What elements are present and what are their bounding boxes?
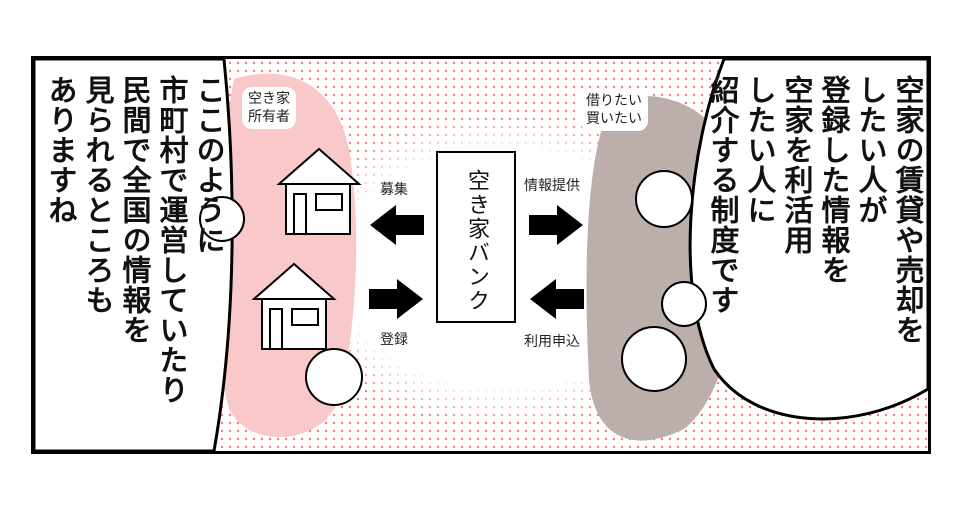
speech-line: 紹介する制度です bbox=[706, 75, 740, 315]
speech-line: ありますね bbox=[44, 75, 78, 225]
info-provision-label: 情報提供 bbox=[524, 178, 580, 194]
application-label: 利用申込 bbox=[524, 334, 580, 350]
arrow-right-icon bbox=[369, 279, 423, 319]
speech-line: ここのように bbox=[192, 75, 226, 255]
speech-line: したい人に bbox=[743, 75, 777, 225]
right-speech-text: 空家の賃貸や売却を したい人が 登録した情報を 空家を利活用 したい人に 紹介す… bbox=[704, 75, 926, 345]
left-speech-text: ここのように 市町村で運営していたり 民間で全国の情報を 見られるところも あり… bbox=[42, 75, 227, 405]
label-line: 空き家 bbox=[248, 91, 290, 107]
person-face bbox=[621, 326, 687, 392]
speech-line: したい人が bbox=[854, 75, 888, 225]
person-face bbox=[199, 196, 245, 242]
arrow-left-icon bbox=[370, 205, 424, 245]
speech-line: 登録した情報を bbox=[817, 75, 851, 285]
right-speech-bubble bbox=[688, 59, 928, 421]
house-icon bbox=[276, 147, 362, 235]
person-face bbox=[305, 348, 363, 406]
arrow-left-icon bbox=[530, 279, 584, 319]
speech-line: 見られるところも bbox=[81, 75, 115, 315]
person-face bbox=[635, 170, 693, 228]
register-label: 登録 bbox=[380, 332, 408, 348]
akiya-bank-label: 空き家バンク bbox=[464, 169, 489, 313]
speech-line: 民間で全国の情報を bbox=[118, 75, 152, 345]
akiya-bank-box: 空き家バンク bbox=[436, 151, 516, 323]
speech-line: 市町村で運営していたり bbox=[155, 75, 189, 405]
comic-panel: ここのように 市町村で運営していたり 民間で全国の情報を 見られるところも あり… bbox=[31, 56, 931, 454]
speech-line: 空家を利活用 bbox=[780, 75, 814, 255]
label-line: 買いたい bbox=[586, 111, 642, 127]
person-face bbox=[661, 281, 707, 327]
house-icon bbox=[251, 262, 337, 350]
arrow-right-icon bbox=[529, 205, 583, 245]
panel-art bbox=[34, 59, 928, 451]
speech-line: 空家の賃貸や売却を bbox=[891, 75, 925, 345]
label-line: 所有者 bbox=[248, 109, 290, 125]
recruit-label: 募集 bbox=[380, 182, 408, 198]
left-speech-bubble bbox=[34, 59, 234, 451]
owner-label: 空き家 所有者 bbox=[242, 87, 296, 129]
label-line: 借りたい bbox=[586, 93, 642, 109]
seeker-label: 借りたい 買いたい bbox=[580, 89, 648, 131]
